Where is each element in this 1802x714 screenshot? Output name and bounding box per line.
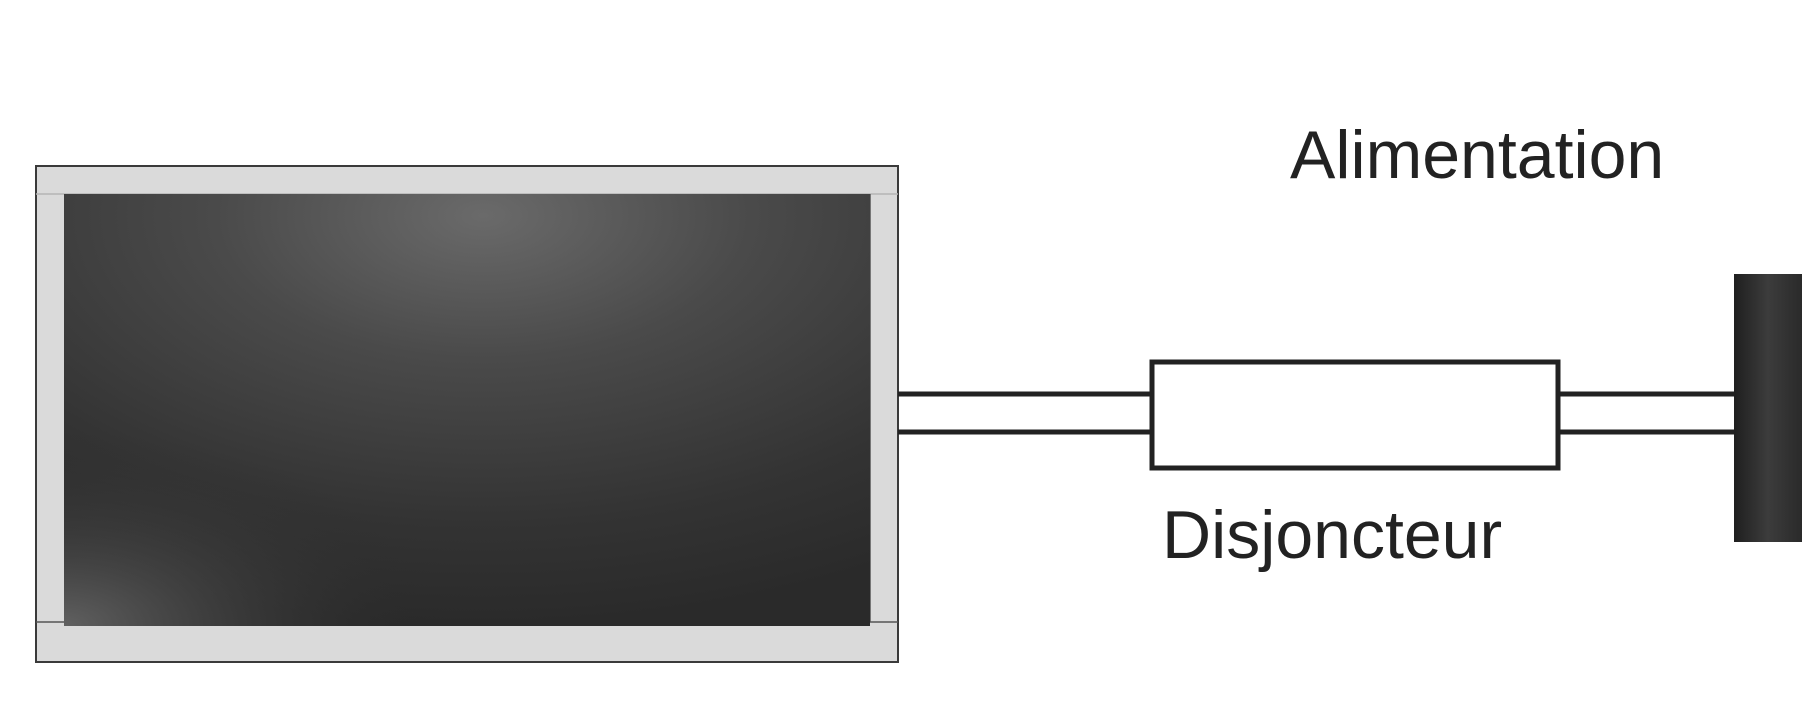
cable-breaker-to-outlet: [1558, 391, 1736, 435]
monitor-icon: [35, 165, 899, 663]
monitor-screen-glow: [64, 194, 870, 626]
power-outlet-icon: [1734, 274, 1802, 542]
cable-monitor-to-breaker: [898, 391, 1152, 435]
breaker-label: Disjoncteur: [1162, 497, 1502, 573]
breaker-box-icon: [1149, 359, 1561, 471]
power-supply-label: Alimentation: [1290, 117, 1664, 193]
